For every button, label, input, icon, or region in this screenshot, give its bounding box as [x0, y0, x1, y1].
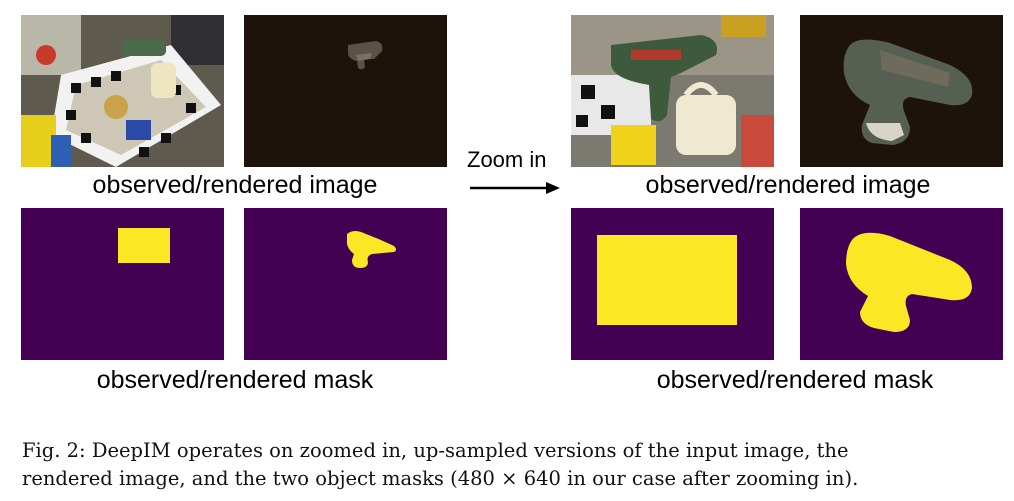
label-left-image: observed/rendered image: [92, 171, 378, 199]
caption-line-1: Fig. 2: DeepIM operates on zoomed in, up…: [22, 439, 849, 462]
observed-mask-right: [571, 208, 774, 360]
rendered-mask-right: [800, 208, 1003, 360]
zoomed-observed-mask-box: [571, 208, 774, 360]
figure-caption: Fig. 2: DeepIM operates on zoomed in, up…: [22, 437, 1002, 493]
label-right-mask: observed/rendered mask: [656, 366, 934, 394]
observed-image-left: [21, 15, 224, 167]
label-left-mask: observed/rendered mask: [96, 366, 374, 394]
rendered-image-left: [244, 15, 447, 167]
observed-mask-box: [21, 208, 224, 360]
zoom-in-label: Zoom in: [467, 147, 547, 172]
caption-line-2: rendered image, and the two object masks…: [22, 467, 859, 490]
rendered-mask-left: [244, 208, 447, 360]
rendered-image-right: [800, 15, 1003, 167]
observed-scene-illustration: [21, 15, 224, 167]
observed-mask-left: [21, 208, 224, 360]
zoomed-scene-illustration: [571, 15, 774, 167]
zoomed-rendered-drill: [800, 15, 1003, 167]
rendered-mask-shape: [244, 208, 447, 360]
arrow-right-icon: [470, 182, 560, 194]
zoomed-rendered-mask-shape: [800, 208, 1003, 360]
label-right-image: observed/rendered image: [645, 171, 931, 199]
rendered-drill-illustration: [244, 15, 447, 167]
observed-image-right: [571, 15, 774, 167]
